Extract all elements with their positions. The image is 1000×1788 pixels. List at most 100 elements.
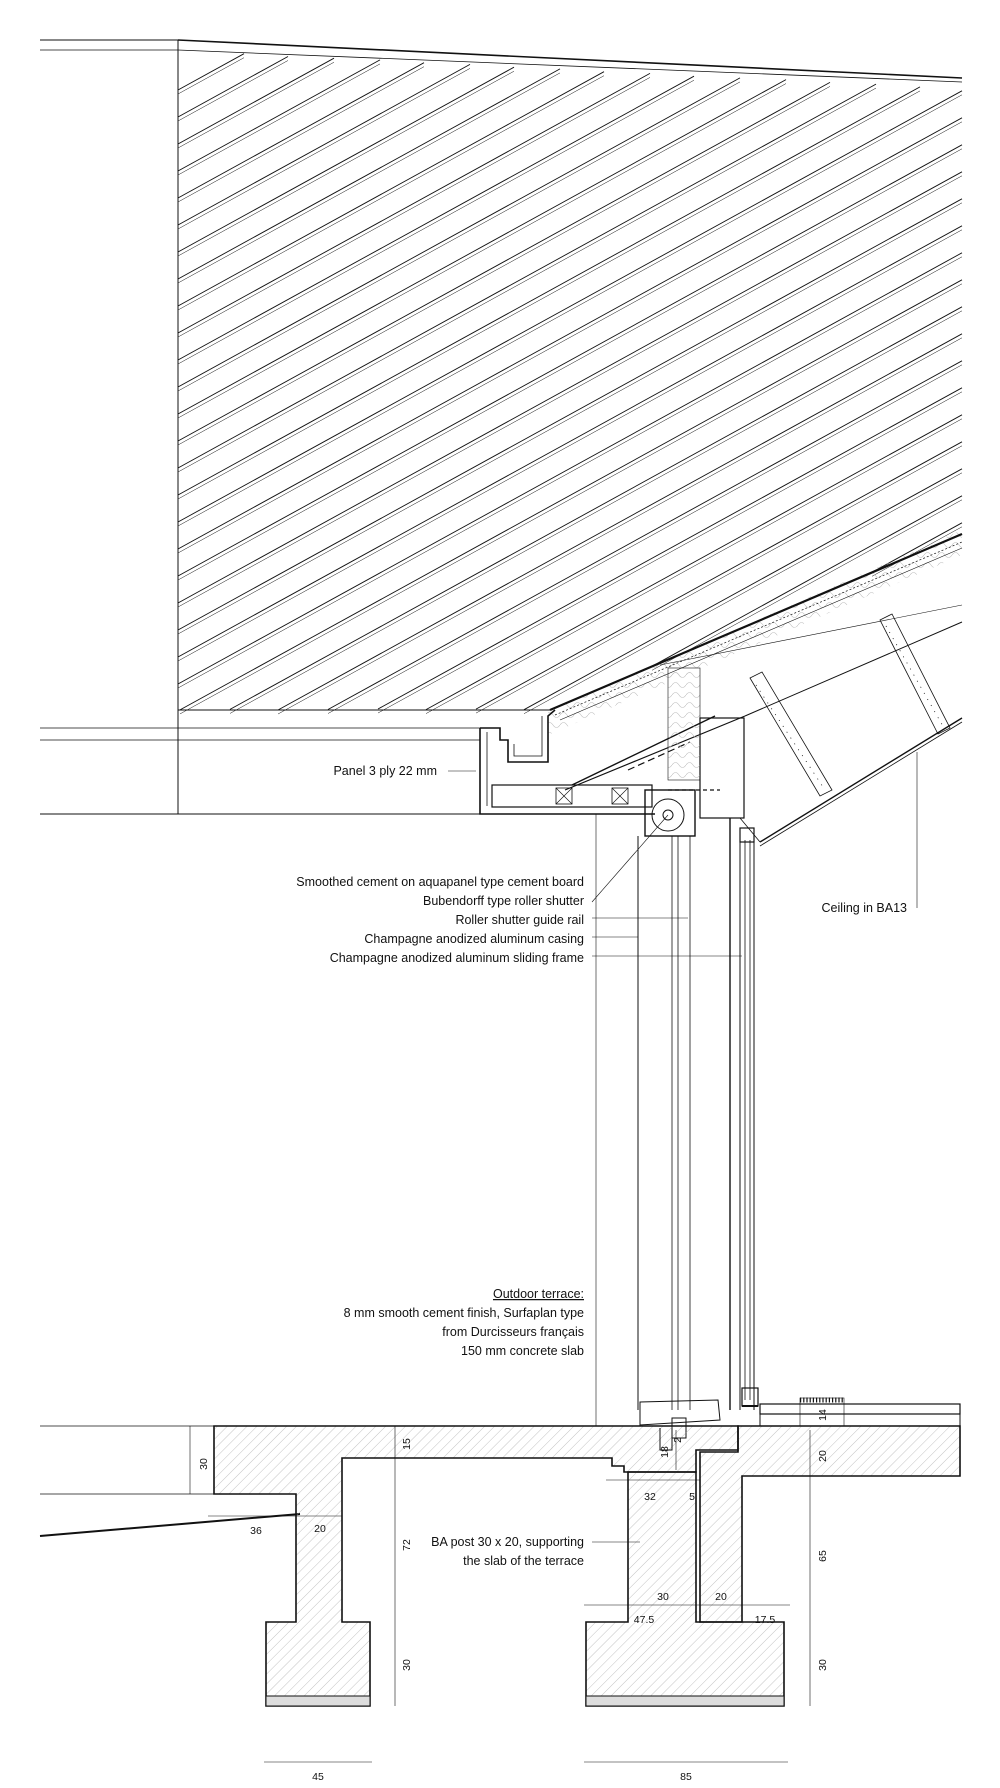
cladding-board-line xyxy=(277,337,963,715)
cladding-board-line xyxy=(523,468,963,711)
cladding-board-line xyxy=(177,57,335,145)
dim-14: 14 xyxy=(817,1409,829,1421)
annotation-labels: Panel 3 ply 22 mm Smoothed cement on aqu… xyxy=(296,764,907,1568)
cladding-board-line xyxy=(177,75,605,311)
cladding-board-line xyxy=(177,171,963,604)
label-terrace-line2: from Durcisseurs français xyxy=(442,1325,584,1339)
cladding-board-line xyxy=(177,79,695,365)
cladding-board-line xyxy=(177,83,787,419)
dim-foot-left-45: 45 xyxy=(312,1771,324,1783)
cladding-board-line xyxy=(177,57,245,95)
cladding-board-line xyxy=(229,310,963,714)
window-frame xyxy=(637,818,759,1439)
cladding-board-line xyxy=(523,472,963,714)
cladding-board-line xyxy=(177,90,963,523)
cladding-board-line xyxy=(229,306,963,710)
dim-slab-left: 30 xyxy=(198,1458,210,1470)
dim-post-30: 30 xyxy=(657,1591,669,1603)
dim-slope-36: 36 xyxy=(250,1525,262,1537)
cladding-board-line xyxy=(177,77,651,338)
cladding-board-line xyxy=(177,175,963,608)
cladding-board-line xyxy=(177,62,425,199)
cladding-board-line xyxy=(327,360,963,710)
cladding-board-line xyxy=(425,414,963,710)
cladding-board-line xyxy=(177,86,921,496)
cladding-board-line xyxy=(177,148,963,581)
cladding-board-line xyxy=(177,68,561,280)
label-post-line1: BA post 30 x 20, supporting xyxy=(431,1535,584,1549)
cladding-board-line xyxy=(177,70,515,257)
cladding-board-line xyxy=(177,56,289,118)
dim-post-20: 20 xyxy=(715,1591,727,1603)
cladding-board-line xyxy=(651,499,963,671)
cladding-board-line xyxy=(177,63,381,176)
cladding-board-line xyxy=(177,61,335,149)
dim-17-5: 17.5 xyxy=(755,1614,776,1626)
cladding-board-line xyxy=(177,81,741,392)
cladding-board-line xyxy=(177,75,695,361)
label-terrace-title: Outdoor terrace: xyxy=(493,1287,584,1301)
label-roller-shutter: Bubendorff type roller shutter xyxy=(423,894,584,908)
cladding-board-line xyxy=(377,391,963,714)
dimension-lines xyxy=(189,1426,811,1763)
cladding-board-line xyxy=(177,68,471,230)
label-casing: Champagne anodized aluminum casing xyxy=(364,932,584,946)
cladding-boards xyxy=(177,53,963,715)
roof-cladding xyxy=(40,39,963,814)
label-terrace-line1: 8 mm smooth cement finish, Surfaplan typ… xyxy=(344,1306,584,1320)
cladding-board-line xyxy=(177,87,877,473)
cladding-board-line xyxy=(177,71,605,307)
dim-slab-right-20: 20 xyxy=(817,1450,829,1462)
cladding-board-line xyxy=(177,82,831,442)
cladding-board-line xyxy=(177,198,963,631)
cladding-board-line xyxy=(179,279,963,711)
cladding-board-line xyxy=(177,60,289,122)
cladding-board-line xyxy=(177,117,963,550)
cladding-board-line xyxy=(177,229,963,662)
dim-2: 2 xyxy=(672,1437,684,1443)
roof-slope-buildup xyxy=(548,530,963,847)
dim-72: 72 xyxy=(401,1539,413,1551)
label-ceiling: Ceiling in BA13 xyxy=(822,901,908,915)
cladding-board-line xyxy=(177,121,963,554)
cladding-board-line xyxy=(177,79,787,415)
cladding-board-line xyxy=(651,495,963,667)
label-panel: Panel 3 ply 22 mm xyxy=(333,764,437,778)
label-cement-board: Smoothed cement on aquapanel type cement… xyxy=(296,875,584,889)
cladding-board-line xyxy=(177,86,831,446)
dim-wall-20: 20 xyxy=(314,1523,326,1535)
terrace-slab-section xyxy=(39,1397,961,1707)
cladding-board-line xyxy=(177,256,963,689)
cladding-board-line xyxy=(177,144,963,577)
cladding-board-line xyxy=(177,252,963,685)
leader-lines xyxy=(448,752,918,1543)
cladding-board-line xyxy=(177,73,651,334)
cladding-board-line xyxy=(177,83,877,469)
cladding-board-line xyxy=(177,94,963,527)
cladding-board-line xyxy=(177,72,561,284)
dim-32: 32 xyxy=(644,1491,656,1503)
cladding-board-line xyxy=(177,225,963,658)
cladding-board-line xyxy=(177,77,741,388)
label-sliding-frame: Champagne anodized aluminum sliding fram… xyxy=(330,951,584,965)
cladding-board-line xyxy=(475,445,963,714)
dim-slab-top: 15 xyxy=(401,1438,413,1450)
label-post-line2: the slab of the terrace xyxy=(463,1554,584,1568)
dim-5: 5 xyxy=(689,1491,695,1503)
cladding-board-line xyxy=(177,90,921,500)
cladding-board-line xyxy=(177,59,381,172)
cladding-board-line xyxy=(177,202,963,635)
cladding-board-line xyxy=(177,66,425,203)
cladding-board-line xyxy=(277,333,963,711)
label-terrace-line3: 150 mm concrete slab xyxy=(461,1344,584,1358)
dim-47-5: 47.5 xyxy=(634,1614,655,1626)
dim-65: 65 xyxy=(817,1550,829,1562)
cladding-board-line xyxy=(177,53,245,91)
dim-foot-right-85: 85 xyxy=(680,1771,692,1783)
cladding-board-line xyxy=(177,64,471,226)
dim-foot-left-30: 30 xyxy=(401,1659,413,1671)
dim-foot-right-30: 30 xyxy=(817,1659,829,1671)
dim-18: 18 xyxy=(659,1446,671,1458)
cladding-board-line xyxy=(327,364,963,714)
